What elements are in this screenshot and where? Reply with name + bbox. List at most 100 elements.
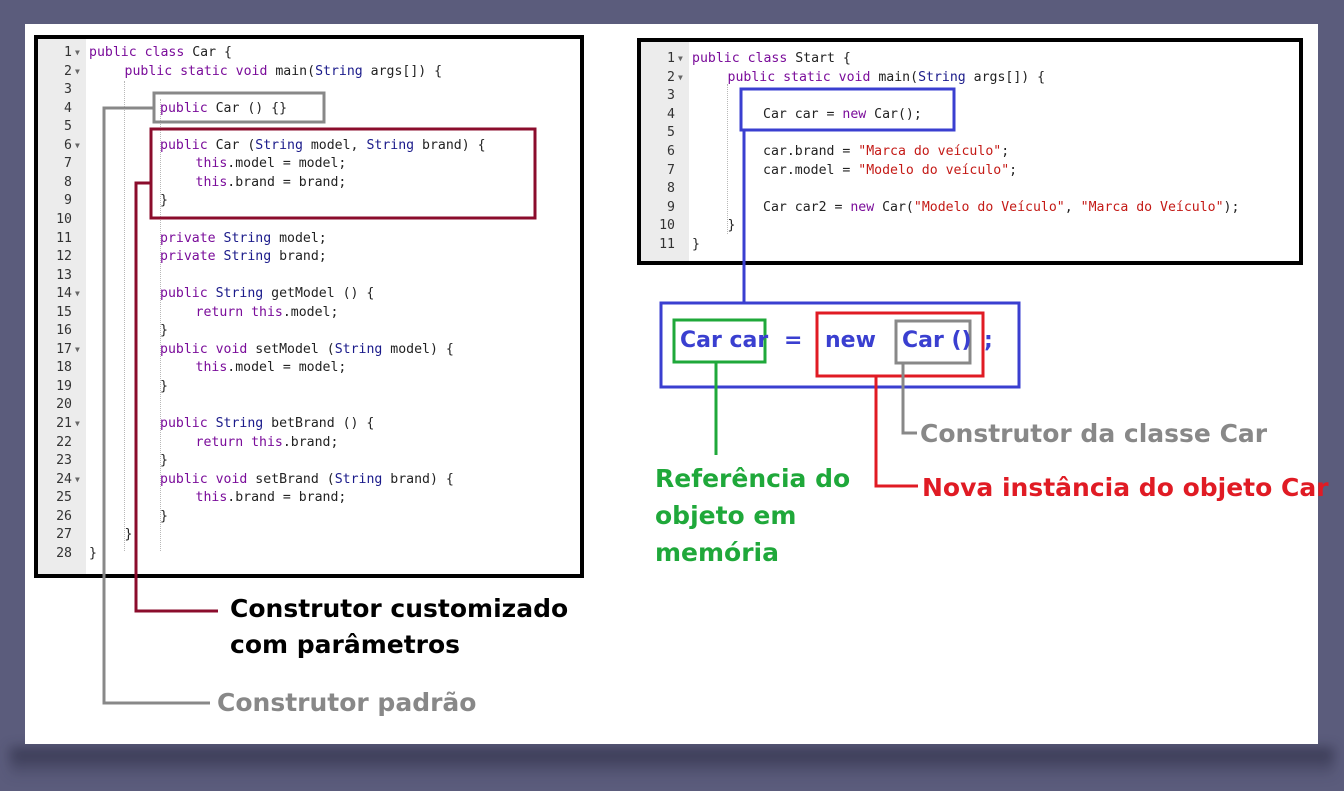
code-token: } — [160, 193, 168, 209]
code-line: 14▼public String getModel () { — [38, 285, 580, 303]
code-token: setBrand ( — [255, 471, 335, 487]
code-token: brand; — [279, 249, 327, 265]
code-token: String — [315, 63, 371, 79]
code-text: public void setBrand (String brand) { — [160, 471, 454, 489]
line-number: 10 — [56, 211, 72, 227]
code-text: } — [160, 192, 168, 210]
code-token: this — [195, 360, 228, 376]
code-text: } — [160, 508, 168, 526]
panel-shadow — [10, 748, 1334, 778]
fold-toggle-icon[interactable]: ▼ — [75, 419, 80, 428]
code-text: } — [160, 452, 168, 470]
code-token: } — [160, 378, 168, 394]
code-token: .model; — [282, 304, 339, 320]
code-line: 6▼public Car (String model, String brand… — [38, 137, 580, 155]
code-line: 23} — [38, 452, 580, 470]
line-number: 21 — [56, 416, 72, 431]
indent-guide — [124, 81, 125, 551]
code-token: private — [160, 230, 224, 246]
custom-constructor-label: Construtor customizado com parâmetros — [230, 591, 568, 663]
line-number-gutter — [38, 39, 86, 574]
code-token: .brand = brand; — [227, 174, 347, 190]
code-token: public — [160, 137, 216, 153]
code-line: 28} — [38, 545, 580, 563]
code-token: betBrand () { — [271, 416, 375, 431]
new-instance-highlight — [815, 311, 985, 378]
indent-guide — [727, 84, 728, 234]
code-token: } — [124, 527, 133, 543]
code-token: public class — [692, 51, 796, 66]
code-token: model) { — [390, 341, 454, 357]
code-line: 17▼public void setModel (String model) { — [38, 341, 580, 359]
code-token: this — [195, 156, 228, 172]
expression-reference: Car car — [680, 328, 769, 353]
line-number: 11 — [659, 237, 675, 252]
code-text: public class Start { — [692, 50, 851, 68]
code-text: Car car2 = new Car("Modelo do Veículo", … — [763, 199, 1239, 217]
code-text: this.model = model; — [196, 359, 347, 377]
fold-toggle-icon[interactable]: ▼ — [75, 474, 80, 484]
code-token: this — [195, 490, 228, 506]
code-line: 2▼public static void main(String args[])… — [38, 63, 580, 81]
code-text: this.brand = brand; — [196, 174, 347, 192]
code-token: brand) { — [390, 471, 454, 487]
line-number: 8 — [667, 181, 675, 197]
fold-toggle-icon[interactable]: ▼ — [678, 72, 683, 82]
reference-label-line2: objeto em — [655, 501, 797, 530]
line-number: 5 — [64, 119, 72, 135]
line-number: 8 — [64, 174, 72, 190]
code-line: 26} — [38, 508, 580, 526]
line-number: 14 — [56, 286, 72, 302]
code-token: } — [160, 453, 168, 469]
line-number: 4 — [667, 106, 675, 122]
code-token: "Marca do Veículo" — [1080, 199, 1224, 215]
fold-toggle-icon[interactable]: ▼ — [75, 344, 80, 354]
code-token: public static void — [124, 63, 276, 79]
code-token: public — [160, 286, 216, 302]
code-token: Car( — [882, 199, 914, 215]
line-number: 18 — [56, 360, 72, 376]
code-text: Car car = new Car(); — [763, 106, 922, 124]
code-line: 19} — [38, 378, 580, 396]
code-token: new — [850, 199, 883, 215]
code-token: public void — [160, 341, 256, 357]
code-token: model; — [279, 230, 327, 246]
code-token: String — [223, 249, 280, 265]
code-text: public String betBrand () { — [160, 415, 374, 433]
line-number: 7 — [667, 162, 675, 178]
fold-toggle-icon[interactable]: ▼ — [75, 289, 80, 299]
code-line: 24▼public void setBrand (String brand) { — [38, 471, 580, 489]
code-token: String — [255, 137, 311, 153]
code-token: } — [160, 323, 168, 339]
reference-label-line1: Referência do — [655, 464, 851, 493]
code-text: public class Car { — [89, 44, 232, 62]
code-line: 4 Car car = new Car(); — [641, 106, 1299, 124]
code-line: 8 this.brand = brand; — [38, 174, 580, 192]
code-token: "Modelo do veículo" — [858, 162, 1010, 178]
code-token: model, — [310, 137, 367, 153]
fold-toggle-icon[interactable]: ▼ — [75, 66, 80, 76]
fold-toggle-icon[interactable]: ▼ — [678, 54, 683, 63]
code-token: } — [692, 237, 700, 252]
code-text: private String model; — [160, 230, 327, 248]
line-number: 3 — [64, 82, 72, 98]
code-token: new — [842, 106, 875, 122]
reference-highlight — [672, 318, 767, 364]
code-token: String — [334, 341, 391, 357]
code-token: args[]) { — [973, 69, 1046, 85]
code-line: 5 — [38, 118, 580, 136]
code-token: public — [160, 416, 216, 431]
fold-toggle-icon[interactable]: ▼ — [75, 48, 80, 57]
line-number: 20 — [56, 397, 72, 413]
line-number: 13 — [56, 267, 72, 283]
code-text: car.model = "Modelo do veículo"; — [763, 162, 1017, 180]
fold-toggle-icon[interactable]: ▼ — [75, 140, 80, 150]
code-token: main( — [275, 63, 316, 79]
line-number: 7 — [64, 156, 72, 172]
code-line: 3 — [641, 87, 1299, 105]
new-instance-label: Nova instância do objeto Car — [922, 473, 1329, 502]
new-instance-connector — [874, 376, 918, 488]
line-number-gutter — [641, 42, 689, 261]
reference-label-line3: memória — [655, 538, 779, 567]
